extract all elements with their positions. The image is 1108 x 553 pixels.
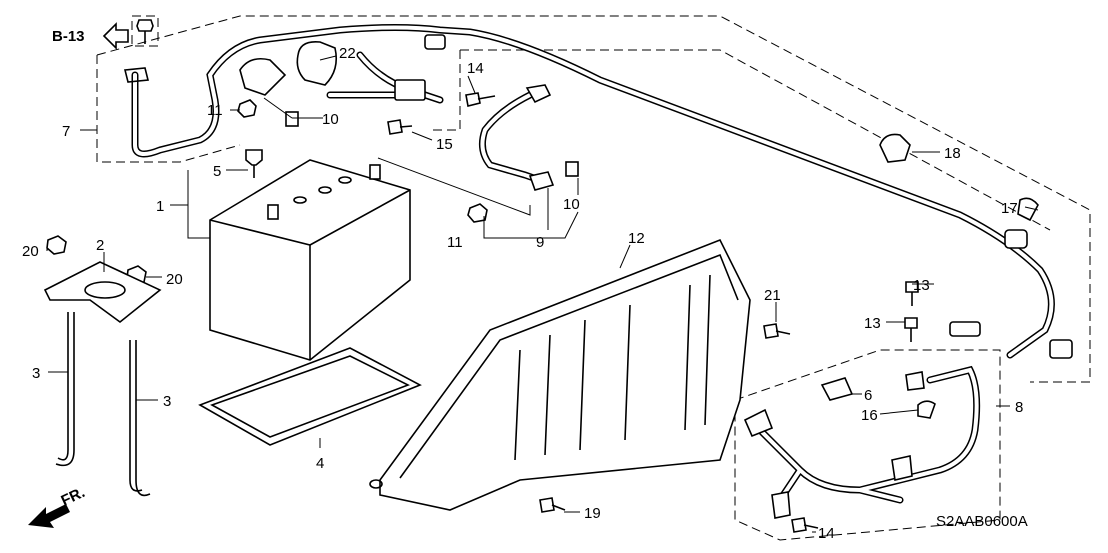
callout-11b: 11: [447, 234, 463, 251]
callout-14: 14: [467, 60, 484, 77]
bolt-icon: [904, 317, 918, 342]
front-direction-arrow-icon: [28, 504, 70, 528]
callout-22: 22: [339, 45, 356, 62]
group-outline-harness: [96, 15, 1091, 383]
battery-rod-left: [55, 312, 75, 467]
front-direction-label: FR.: [59, 484, 88, 510]
callout-8: 8: [1015, 399, 1023, 416]
clamp-18-icon: [879, 133, 911, 163]
leader-lines: [46, 55, 1039, 533]
callout-2: 2: [96, 237, 104, 254]
callout-5: 5: [213, 163, 221, 180]
callout-10: 10: [322, 111, 339, 128]
callout-1: 1: [156, 198, 164, 215]
clip-6-icon: [820, 377, 854, 401]
bolt-icon: [791, 517, 819, 533]
callout-4: 4: [316, 455, 324, 472]
callout-13b: 13: [864, 315, 881, 332]
negative-cable: [478, 84, 555, 191]
callout-7: 7: [62, 123, 70, 140]
hold-down-bolt-icon: [245, 149, 263, 178]
bolt-icon: [136, 19, 154, 44]
callout-21: 21: [764, 287, 781, 304]
battery-box-cover: [369, 238, 751, 511]
nut-icon: [467, 203, 488, 223]
callout-12: 12: [628, 230, 645, 247]
callout-9: 9: [536, 234, 544, 251]
clamp-17-icon: [1017, 197, 1039, 222]
callout-16: 16: [861, 407, 878, 424]
callout-11: 11: [207, 102, 223, 119]
ground-cable: [743, 365, 981, 519]
nut-icon: [237, 99, 257, 118]
fuse-box-cover-22: [239, 40, 338, 96]
clamp-16-icon: [917, 400, 936, 419]
callout-6: 6: [864, 387, 872, 404]
callout-18: 18: [944, 145, 961, 162]
callout-3b: 3: [163, 393, 171, 410]
bolt-icon: [763, 323, 791, 339]
battery: [209, 159, 411, 361]
diagram-code: S2AAB0600A: [936, 513, 1028, 530]
bolt-icon: [465, 92, 496, 107]
callout-20: 20: [22, 243, 39, 260]
callout-10b: 10: [563, 196, 580, 213]
callout-17: 17: [1001, 200, 1018, 217]
reference-label[interactable]: B-13: [52, 28, 85, 45]
battery-setting-plate: [43, 261, 162, 324]
battery-rod-right: [129, 340, 151, 497]
callout-3: 3: [32, 365, 40, 382]
callout-labels: 22 14 11 10 7 15 18 5 1 10 11 9 12 17 20…: [22, 45, 1023, 542]
bolt-icon: [387, 119, 413, 135]
callout-13: 13: [913, 277, 930, 294]
positive-cable-harness: [123, 24, 1073, 359]
arrow-left-icon: [102, 22, 129, 50]
battery-tray: [198, 347, 422, 446]
bolt-icon: [539, 497, 566, 513]
callout-14b: 14: [818, 525, 835, 542]
terminal-bolt-icon: [285, 111, 299, 127]
terminal-bolt-icon: [565, 161, 579, 177]
callout-19: 19: [584, 505, 601, 522]
callout-20b: 20: [166, 271, 183, 288]
nut-icon: [46, 235, 67, 255]
callout-15: 15: [436, 136, 453, 153]
